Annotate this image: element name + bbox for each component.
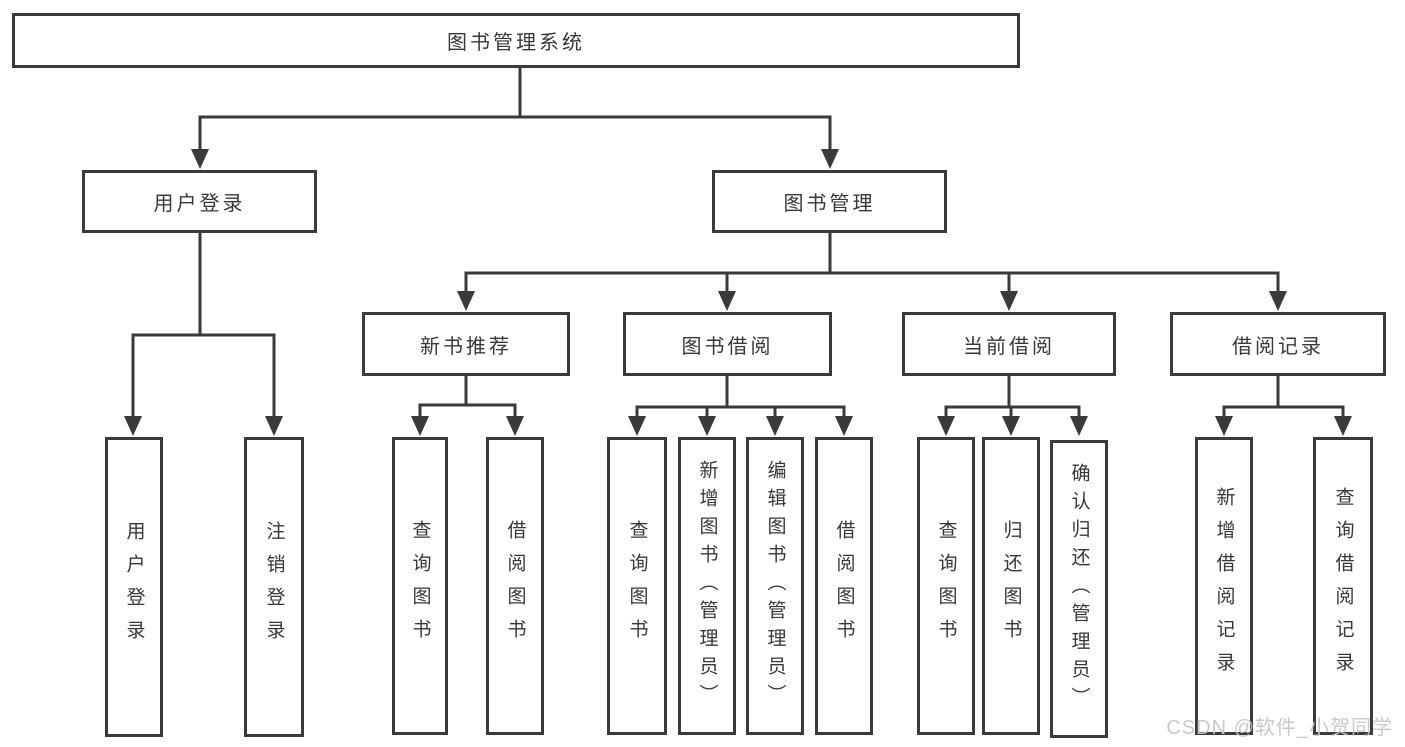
node-label: 图书管理系统	[447, 32, 585, 54]
leaf-recommend-query-book: 查询图书	[392, 437, 448, 735]
node-user-login: 用户登录	[82, 170, 317, 233]
leaf-borrow-query-book: 查询图书	[607, 437, 667, 735]
node-label: 图书借阅	[681, 335, 774, 358]
leaf-label: 注销登录	[263, 521, 285, 653]
leaf-records-query-record: 查询借阅记录	[1313, 437, 1373, 735]
leaf-label: 确认归还（管理员）	[1068, 463, 1090, 715]
node-borrow-records: 借阅记录	[1170, 312, 1386, 376]
node-current-borrow: 当前借阅	[902, 312, 1116, 376]
node-label: 图书管理	[783, 193, 876, 215]
leaf-borrow-add-book: 新增图书（管理员）	[678, 437, 736, 735]
node-book-borrow: 图书借阅	[623, 312, 832, 376]
leaf-label: 借阅图书	[504, 520, 526, 652]
leaf-recommend-borrow-book: 借阅图书	[486, 437, 544, 735]
leaf-label: 查询图书	[409, 520, 431, 652]
leaf-records-add-record: 新增借阅记录	[1195, 437, 1253, 735]
leaf-label: 归还图书	[1000, 520, 1022, 652]
leaf-current-return-book: 归还图书	[982, 437, 1040, 735]
node-label: 借阅记录	[1232, 335, 1324, 358]
leaf-borrow-borrow-book: 借阅图书	[815, 437, 873, 735]
leaf-label: 编辑图书（管理员）	[764, 460, 786, 712]
leaf-label: 查询图书	[626, 520, 648, 652]
csdn-watermark: CSDN @软件_小贺同学	[1166, 717, 1393, 739]
node-new-book-recommend: 新书推荐	[362, 312, 570, 376]
leaf-label: 借阅图书	[833, 520, 855, 652]
node-library-management-system: 图书管理系统	[12, 13, 1020, 68]
leaf-borrow-edit-book: 编辑图书（管理员）	[746, 437, 804, 735]
leaf-label: 新增借阅记录	[1213, 487, 1235, 685]
node-book-management: 图书管理	[712, 170, 947, 233]
leaf-user-login: 用户登录	[105, 437, 163, 737]
node-label: 用户登录	[153, 193, 246, 215]
leaf-label: 新增图书（管理员）	[696, 460, 718, 712]
leaf-logout: 注销登录	[244, 437, 304, 737]
leaf-current-query-book: 查询图书	[917, 437, 975, 735]
node-label: 新书推荐	[420, 335, 512, 358]
leaf-label: 用户登录	[123, 521, 145, 653]
leaf-label: 查询借阅记录	[1332, 487, 1354, 685]
node-label: 当前借阅	[963, 335, 1055, 358]
leaf-label: 查询图书	[935, 520, 957, 652]
leaf-current-confirm-return: 确认归还（管理员）	[1050, 440, 1108, 738]
